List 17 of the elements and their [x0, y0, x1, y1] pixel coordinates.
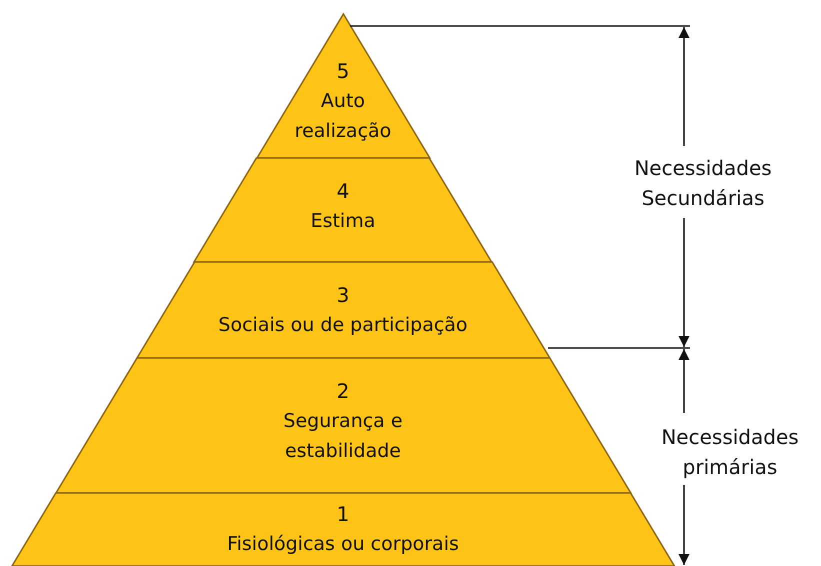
level-number: 5	[336, 58, 350, 85]
level-number: 1	[336, 501, 350, 528]
level-label: Auto realização	[294, 89, 392, 144]
level-label: Fisiológicas ou corporais	[227, 532, 459, 557]
level-label: Segurança e estabilidade	[282, 409, 404, 464]
level-label: Sociais ou de participação	[218, 313, 468, 338]
pyramid-level	[194, 158, 492, 262]
level-label: Estima	[310, 209, 376, 234]
level-number: 3	[336, 282, 350, 309]
bracket-label: Necessidades Secundárias	[633, 155, 773, 212]
pyramid-level	[256, 14, 430, 158]
level-number: 2	[336, 378, 350, 405]
level-number: 4	[336, 178, 350, 205]
pyramid-level	[136, 262, 550, 358]
bracket-label: Necessidades primárias	[660, 424, 800, 481]
pyramid-level	[56, 358, 630, 493]
pyramid-level	[12, 493, 674, 566]
